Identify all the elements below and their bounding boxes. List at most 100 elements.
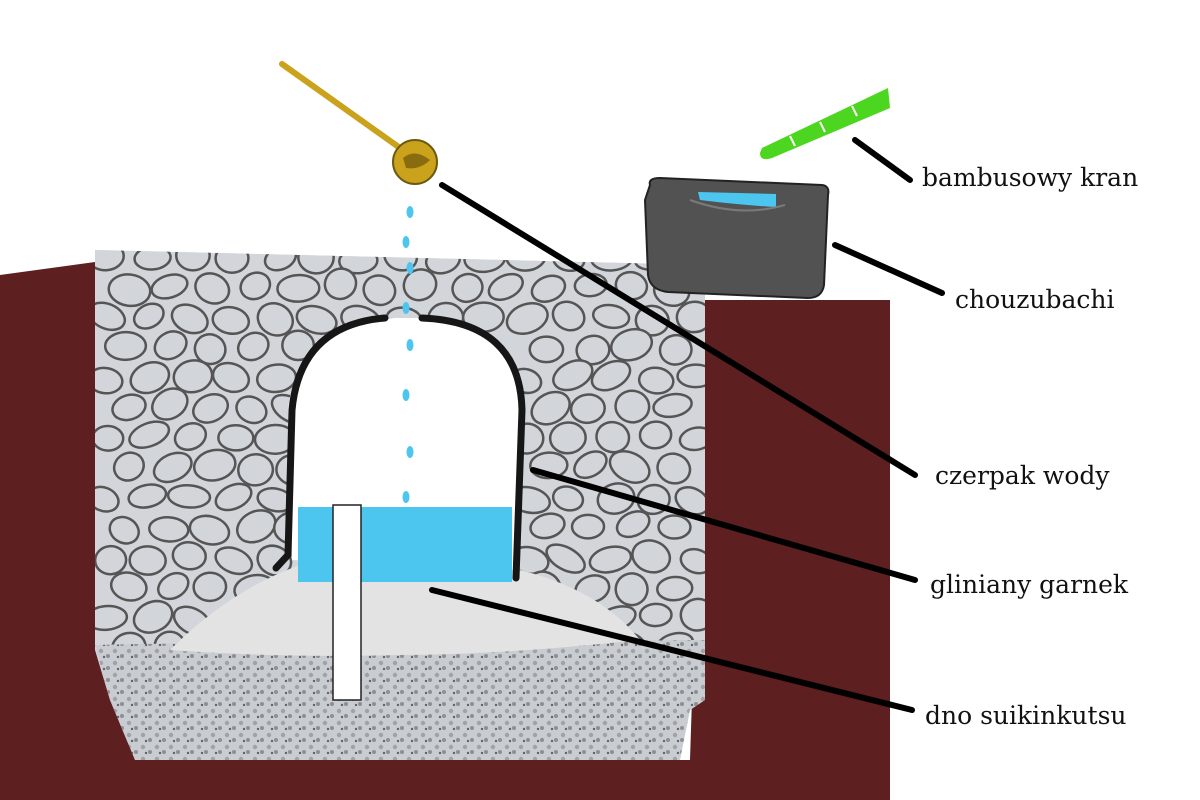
stone bbox=[615, 510, 651, 539]
water-drop bbox=[406, 262, 414, 274]
clay-pot-wall-right bbox=[418, 314, 526, 582]
pot-water bbox=[298, 507, 512, 582]
water-drop bbox=[402, 236, 410, 248]
chouzubachi-basin bbox=[643, 176, 830, 300]
stone bbox=[174, 250, 211, 272]
stone bbox=[235, 509, 277, 544]
ladle-cup-inner bbox=[403, 153, 430, 169]
stone bbox=[133, 250, 172, 271]
water-drop bbox=[402, 389, 410, 401]
stone bbox=[528, 335, 565, 364]
stone bbox=[402, 268, 438, 302]
stone bbox=[631, 539, 672, 574]
stone bbox=[276, 273, 321, 303]
stone bbox=[256, 544, 293, 577]
stone bbox=[658, 333, 693, 366]
stone bbox=[211, 305, 251, 335]
stone bbox=[638, 420, 673, 450]
gravel-bottom bbox=[95, 640, 705, 760]
label-clay-pot: gliniany garnek bbox=[930, 570, 1129, 599]
leader-ladle bbox=[439, 182, 918, 478]
stone bbox=[129, 361, 171, 395]
soil-ground bbox=[0, 262, 890, 800]
bamboo-nodes bbox=[789, 105, 858, 147]
stone bbox=[153, 330, 188, 361]
stone bbox=[588, 545, 633, 574]
stone bbox=[107, 273, 152, 308]
stone bbox=[127, 483, 168, 509]
stone bbox=[166, 483, 212, 509]
stone bbox=[297, 250, 335, 275]
leader-clay-pot bbox=[530, 467, 918, 583]
stone bbox=[147, 516, 190, 543]
stone bbox=[570, 513, 606, 540]
stone bbox=[676, 363, 705, 389]
stone bbox=[610, 327, 654, 362]
label-water-ladle: czerpak wody bbox=[935, 461, 1110, 490]
stone bbox=[192, 571, 228, 603]
stone bbox=[173, 422, 208, 452]
stone bbox=[256, 301, 295, 337]
stone bbox=[573, 450, 608, 480]
stone bbox=[109, 571, 148, 602]
leader-bamboo-tap bbox=[852, 137, 913, 183]
stone bbox=[156, 571, 190, 601]
stone bbox=[236, 331, 270, 362]
stone bbox=[132, 302, 165, 330]
stone bbox=[656, 452, 692, 485]
stone bbox=[591, 303, 631, 330]
stone bbox=[451, 272, 484, 304]
drain-pipe bbox=[332, 504, 362, 701]
stone bbox=[194, 272, 231, 305]
water-drop bbox=[402, 491, 410, 503]
label-chouzubachi: chouzubachi bbox=[955, 285, 1115, 314]
stone bbox=[323, 267, 358, 301]
stone bbox=[95, 544, 128, 576]
stone bbox=[192, 448, 237, 482]
sand-mound bbox=[170, 565, 640, 656]
stone bbox=[152, 451, 193, 484]
leader-chouzubachi bbox=[832, 242, 945, 296]
stone bbox=[95, 250, 125, 272]
stone bbox=[128, 420, 171, 449]
stone bbox=[150, 273, 189, 300]
stone bbox=[655, 575, 694, 602]
stone bbox=[608, 449, 651, 484]
stone bbox=[237, 453, 275, 487]
stone bbox=[128, 545, 167, 576]
stone bbox=[657, 514, 692, 540]
stone bbox=[211, 361, 251, 394]
stone bbox=[551, 485, 585, 512]
stone bbox=[505, 302, 549, 335]
stone bbox=[295, 304, 338, 336]
stone bbox=[188, 514, 231, 546]
stone bbox=[214, 250, 250, 274]
stone bbox=[548, 421, 587, 455]
stone bbox=[362, 274, 397, 307]
stone bbox=[95, 485, 120, 513]
water-drop bbox=[406, 206, 414, 218]
stone bbox=[595, 420, 631, 454]
stone bbox=[108, 515, 140, 545]
stone bbox=[652, 392, 693, 419]
basin-rim bbox=[689, 199, 786, 212]
stone bbox=[552, 359, 594, 392]
water-drops bbox=[402, 206, 414, 503]
stone bbox=[217, 424, 255, 452]
stone bbox=[170, 303, 209, 335]
stone bbox=[151, 387, 189, 421]
stone bbox=[95, 366, 124, 395]
basin-water bbox=[698, 192, 776, 207]
stone bbox=[192, 392, 230, 424]
ladle-handle bbox=[279, 61, 403, 151]
stone bbox=[569, 393, 606, 425]
stone bbox=[214, 546, 254, 576]
stone bbox=[679, 547, 705, 575]
stone bbox=[95, 301, 127, 332]
stone bbox=[675, 300, 705, 334]
stone bbox=[545, 543, 586, 574]
stone bbox=[637, 366, 675, 395]
stone bbox=[551, 300, 586, 332]
